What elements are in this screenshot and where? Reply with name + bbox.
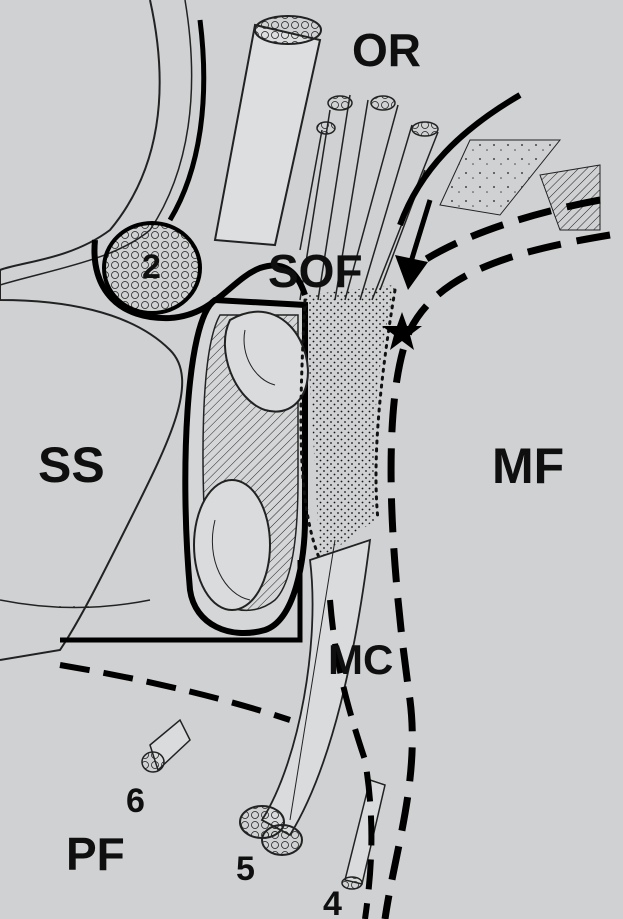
label-mf: MF xyxy=(492,438,564,494)
label-or: OR xyxy=(352,24,421,76)
label-5: 5 xyxy=(236,850,255,888)
label-pf: PF xyxy=(66,828,125,880)
sphenoid-bone-walls xyxy=(0,0,204,660)
arrow-down-left-icon xyxy=(395,200,430,290)
label-sof: SOF xyxy=(268,245,363,297)
sof-nerve-bundle xyxy=(301,285,395,560)
cavernous-sinus xyxy=(185,300,308,633)
label-6: 6 xyxy=(126,782,145,820)
label-ss: SS xyxy=(38,437,105,493)
label-mc: MC xyxy=(328,636,393,683)
label-2: 2 xyxy=(142,248,161,286)
optic-nerve xyxy=(215,16,321,245)
label-4: 4 xyxy=(323,885,342,919)
